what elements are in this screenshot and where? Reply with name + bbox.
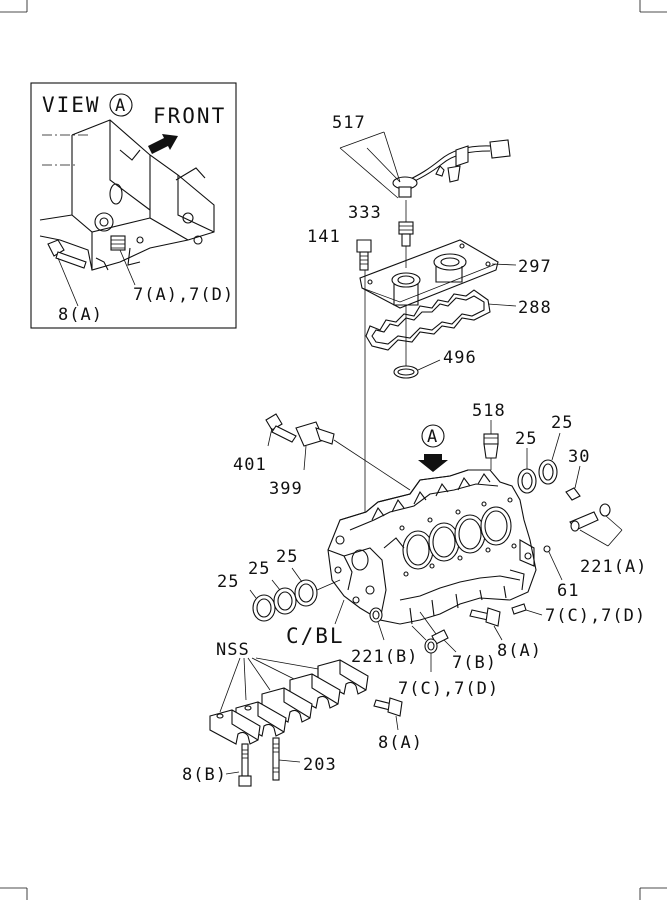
part-30-plug: [565, 465, 581, 501]
callout-221b: 221(B): [351, 647, 418, 667]
part-8a-bottom-bolt: [373, 697, 403, 731]
callout-25-b: 25: [551, 413, 573, 433]
part-297-cover: [359, 239, 517, 309]
callout-518: 518: [472, 401, 506, 421]
view-marker-circle: [109, 93, 133, 117]
callout-25-e: 25: [276, 547, 298, 567]
callout-517: 517: [332, 113, 366, 133]
part-7cd-right-plug: [511, 603, 543, 616]
part-288-gasket: [365, 289, 517, 351]
callout-7ad-view: 7(A),7(D): [133, 285, 234, 305]
part-25-rings-lower: [249, 567, 341, 622]
callout-8a-bottom: 8(A): [378, 733, 423, 753]
main-marker: A: [427, 427, 438, 447]
part-399-sensor: [295, 421, 411, 491]
cylinder-block: [327, 469, 537, 625]
front-label: FRONT: [153, 104, 226, 128]
bearing-caps: [209, 659, 369, 745]
part-7cd-bottom-plug: [411, 625, 438, 672]
callout-8a-view: 8(A): [58, 305, 103, 325]
callout-7b: 7(B): [452, 653, 497, 673]
callout-297: 297: [518, 257, 552, 277]
part-518-sensor: [483, 420, 499, 470]
part-517-harness: [339, 131, 511, 199]
callout-7cd-bottom: 7(C),7(D): [398, 679, 499, 699]
callout-30: 30: [568, 447, 590, 467]
callout-25-a: 25: [515, 429, 537, 449]
callout-141: 141: [307, 227, 341, 247]
part-221b-ring: [369, 607, 385, 641]
callout-401: 401: [233, 455, 267, 475]
view-label: VIEW: [42, 93, 101, 117]
part-25-rings-upper: [517, 432, 561, 494]
main-marker-arrow-icon: [418, 454, 448, 472]
part-496-ring: [393, 359, 441, 379]
callout-nss: NSS: [216, 640, 250, 660]
label-cbl: C/BL: [286, 624, 345, 648]
part-221a-plug: [569, 503, 623, 547]
part-8b-bolt: [225, 743, 252, 787]
part-141-bolt: [356, 239, 372, 271]
callout-25-d: 25: [248, 559, 270, 579]
part-7b-plug: [419, 611, 457, 653]
callout-8b: 8(B): [182, 765, 227, 785]
view-a-engine-corner: [39, 119, 215, 271]
callout-333: 333: [348, 203, 382, 223]
callout-25-c: 25: [217, 572, 239, 592]
part-333-sensor: [398, 200, 414, 247]
callout-399: 399: [269, 479, 303, 499]
callout-61: 61: [557, 581, 579, 601]
nss-leaders: [219, 657, 325, 713]
callout-203: 203: [303, 755, 337, 775]
callout-7cd-right: 7(C),7(D): [545, 606, 646, 626]
view-marker: A: [115, 96, 126, 116]
front-arrow-icon: [148, 134, 178, 154]
main-marker-circle: [421, 424, 445, 448]
part-401-bolt: [265, 413, 297, 447]
callout-8a-mid: 8(A): [497, 641, 542, 661]
callout-288: 288: [518, 298, 552, 318]
part-61-pin: [543, 545, 563, 581]
view-a-inset: VIEW A FRONT: [30, 82, 237, 329]
part-203-stud: [272, 737, 301, 781]
callout-221a: 221(A): [580, 557, 647, 577]
callout-496: 496: [443, 348, 477, 368]
part-8a-mid-bolt: [469, 607, 503, 641]
